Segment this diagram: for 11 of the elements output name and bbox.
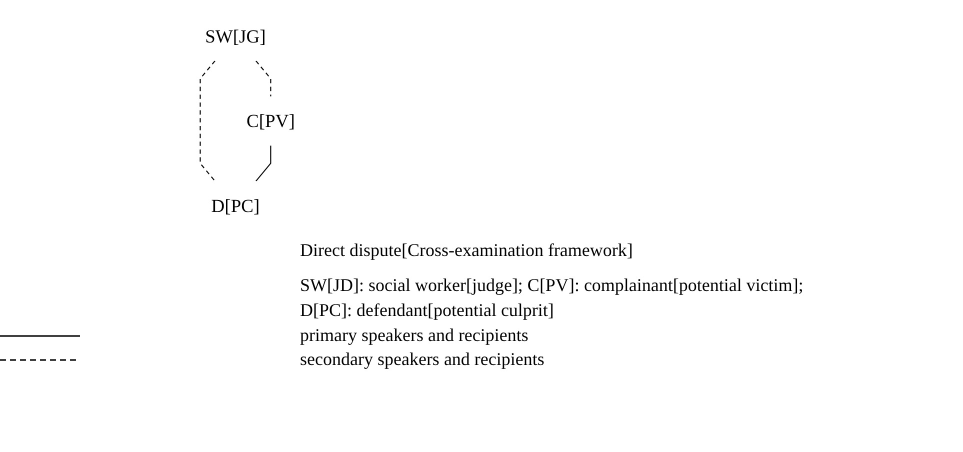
connector: [255, 60, 272, 96]
node-text: D[PC]: [211, 195, 260, 216]
diagram-caption: Direct dispute[Cross-examination framework]: [300, 240, 634, 261]
connector: [255, 146, 272, 182]
note-text: D[PC]: defendant[potential culprit]: [300, 300, 555, 321]
node-text: C[PV]: [246, 110, 295, 132]
node-text: SW[JG]: [205, 26, 266, 47]
note-text: SW[JD]: social worker[judge]; C[PV]: complainant[potential victim];: [300, 275, 804, 296]
legend-text: primary speakers and recipients: [300, 325, 528, 346]
legend-text: secondary speakers and recipients: [300, 349, 544, 370]
connector: [200, 60, 216, 182]
